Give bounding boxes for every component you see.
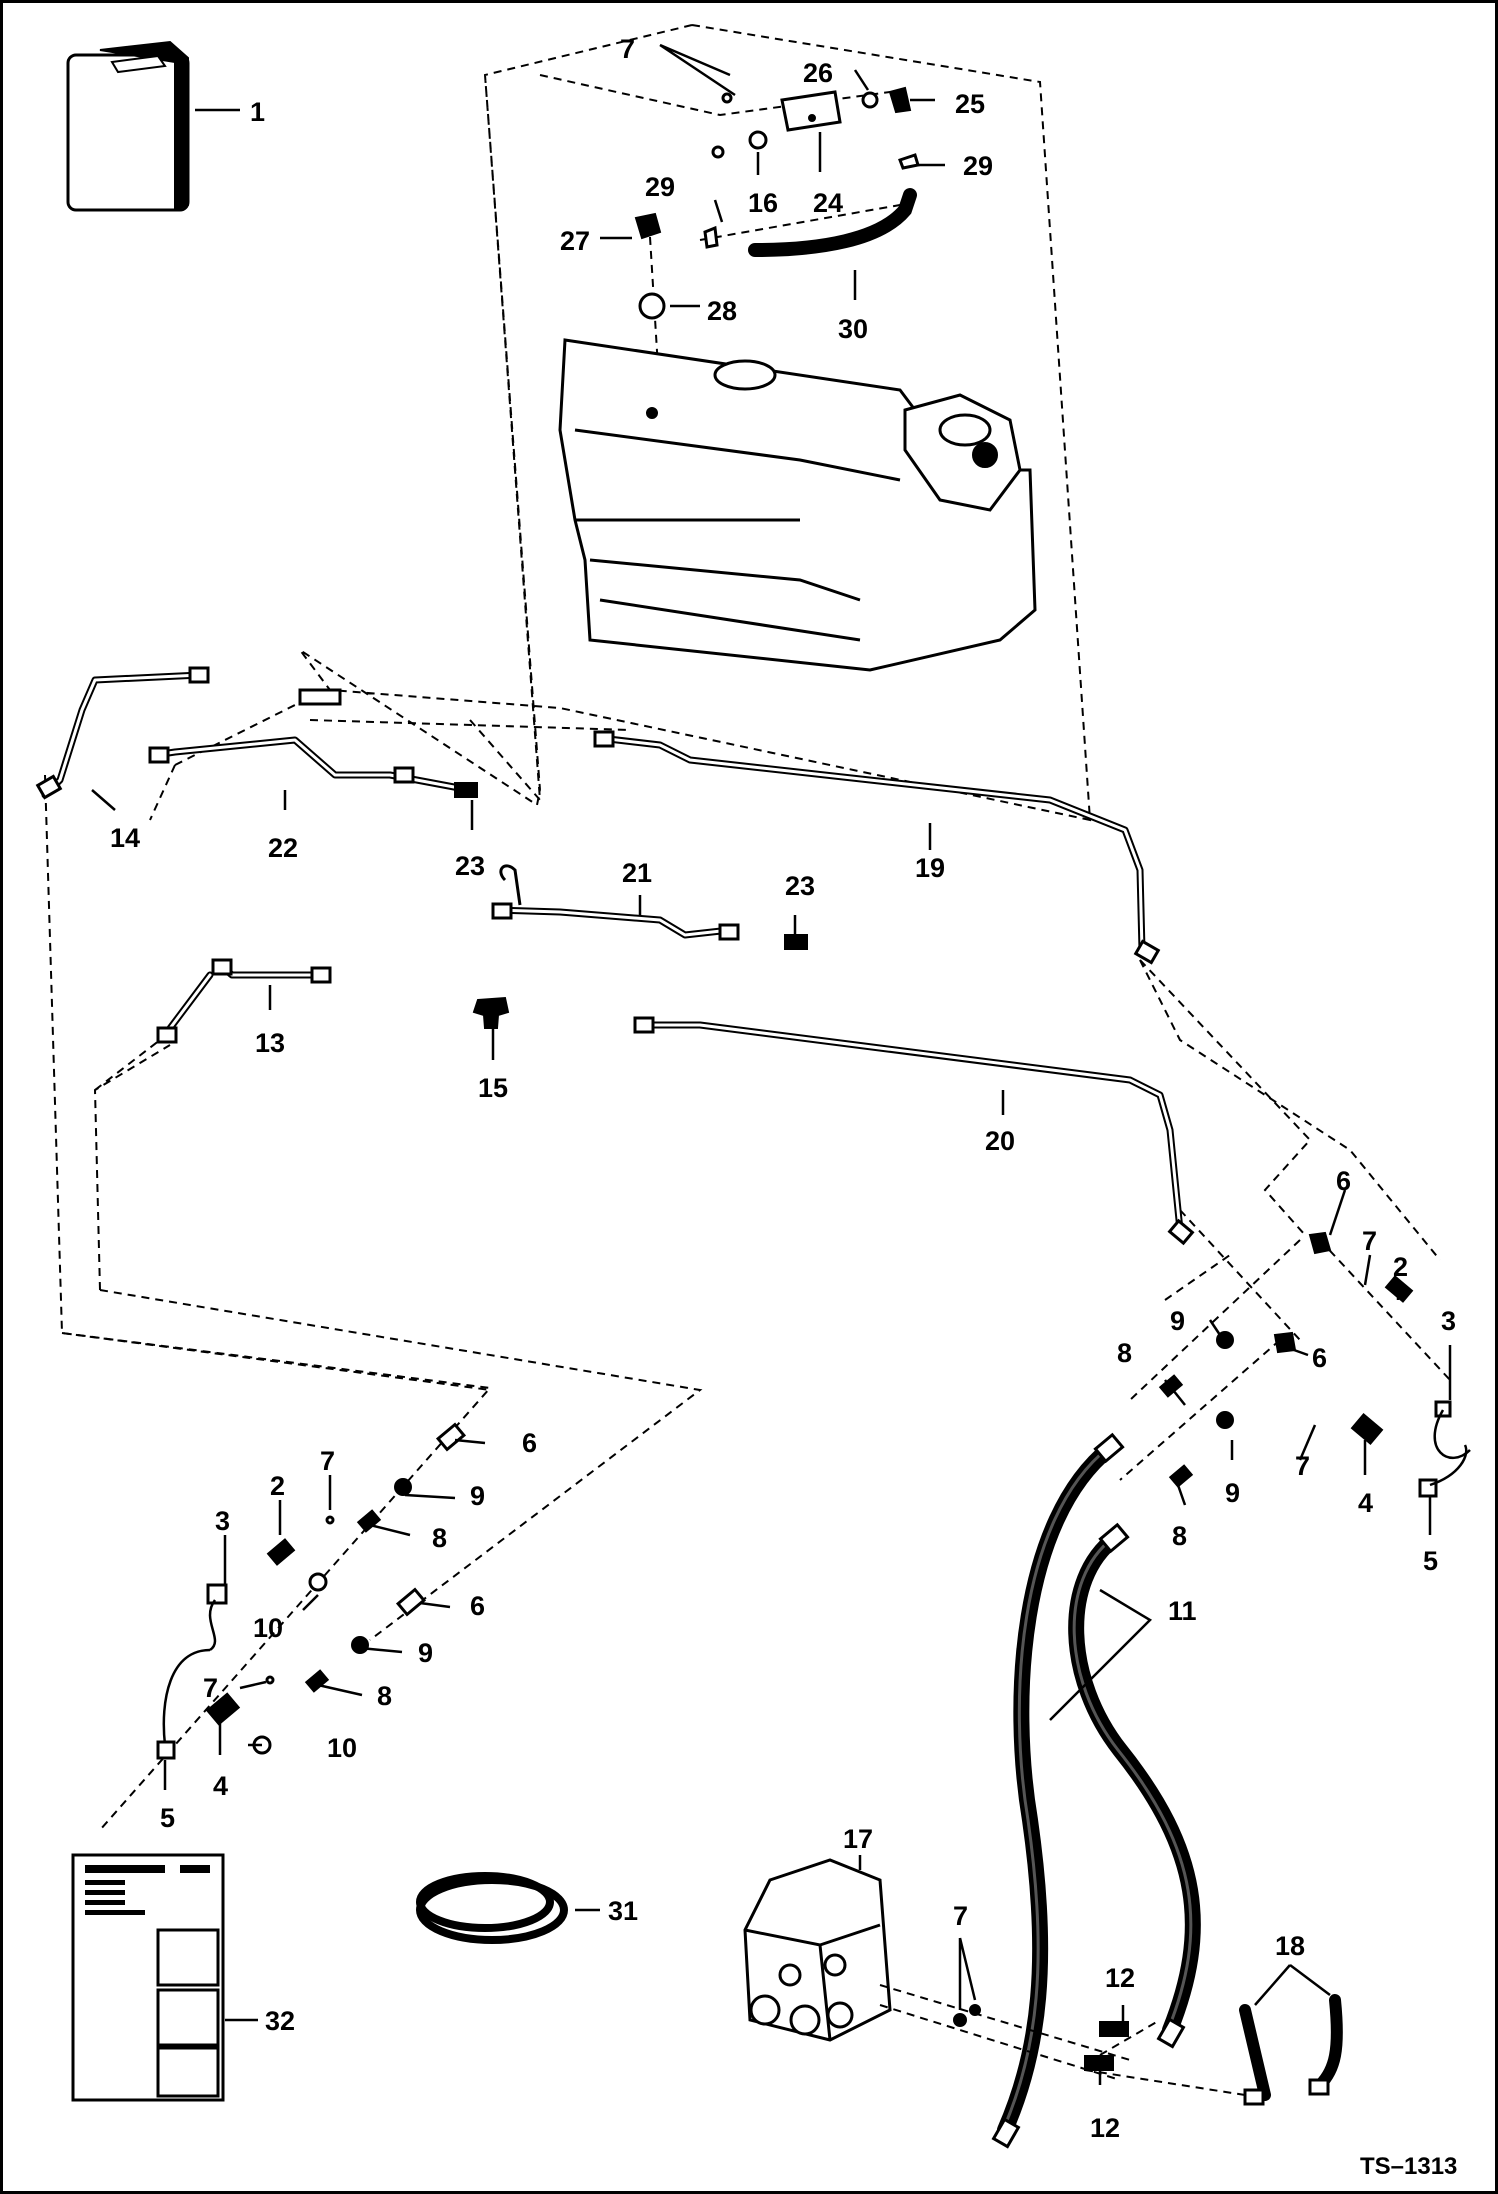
- callout-14: 14: [110, 823, 140, 853]
- callout-4-right: 4: [1358, 1488, 1373, 1518]
- callout-5-left: 5: [160, 1803, 175, 1833]
- left-loop-outline: [44, 774, 492, 1831]
- callout-2-right: 2: [1393, 1252, 1408, 1282]
- callout-2-left: 2: [270, 1471, 285, 1501]
- callout-12-bottom: 12: [1090, 2113, 1120, 2143]
- part-26-washer: [861, 91, 879, 109]
- drawing-code: TS–1313: [1360, 2153, 1457, 2180]
- callout-6-left-top: 6: [522, 1428, 537, 1458]
- callout-11: 11: [1168, 1596, 1197, 1626]
- part-17-valve: [743, 1858, 892, 2042]
- callout-1: 1: [250, 97, 265, 127]
- callout-23-right: 23: [785, 871, 815, 901]
- callout-7-left-mid: 7: [203, 1673, 218, 1703]
- part-11-hoses: [991, 1432, 1201, 2149]
- part-27-fitting: [634, 212, 662, 240]
- callout-26: 26: [803, 58, 833, 88]
- callout-6-left-mid: 6: [470, 1591, 485, 1621]
- part-25-fitting: [888, 86, 912, 114]
- callout-9-left-mid: 9: [418, 1638, 433, 1668]
- callout-25: 25: [955, 89, 985, 119]
- callout-3-left: 3: [215, 1506, 230, 1536]
- callout-3-right: 3: [1441, 1306, 1456, 1336]
- fuel-tank: [558, 338, 1037, 672]
- leader-lines: [91, 43, 1452, 2085]
- callout-29-left: 29: [645, 172, 675, 202]
- callout-30: 30: [838, 314, 868, 344]
- callout-27: 27: [560, 226, 590, 256]
- callout-24: 24: [813, 188, 843, 218]
- part-24-bracket: [780, 90, 842, 132]
- callout-12-top: 12: [1105, 1963, 1135, 1993]
- callout-7-left-top: 7: [320, 1446, 335, 1476]
- part-32-manual: [71, 1853, 225, 2102]
- callout-17: 17: [843, 1824, 873, 1854]
- callout-10-left-top: 10: [253, 1613, 283, 1643]
- part-15-tee: [472, 996, 510, 1029]
- callout-28: 28: [707, 296, 737, 326]
- callout-7-top: 7: [620, 34, 635, 64]
- part-31-tubing: [416, 1872, 568, 1944]
- callout-5-right: 5: [1423, 1546, 1438, 1576]
- callout-7-bottom: 7: [953, 1901, 968, 1931]
- callout-7-right-top: 7: [1362, 1226, 1377, 1256]
- callout-18: 18: [1275, 1931, 1305, 1961]
- callout-29-right: 29: [963, 151, 993, 181]
- tube-fittings: [35, 666, 1195, 1246]
- callout-9-left-top: 9: [470, 1481, 485, 1511]
- callout-labels: 1 7 26 25 29 29 27 28 16 24 30 14 22 23 …: [110, 34, 1457, 2180]
- callout-10-left-mid: 10: [327, 1733, 357, 1763]
- part-1-container: [66, 40, 190, 212]
- callout-6-right-top: 6: [1336, 1166, 1351, 1196]
- callout-20: 20: [985, 1126, 1015, 1156]
- callout-7-right-mid: 7: [1295, 1451, 1310, 1481]
- callout-4-left: 4: [213, 1771, 228, 1801]
- tank-group-outline: [299, 24, 1092, 822]
- part-28-grommet: [638, 292, 666, 320]
- callout-16: 16: [748, 188, 778, 218]
- callout-32: 32: [265, 2006, 295, 2036]
- callout-6-right-mid: 6: [1312, 1343, 1327, 1373]
- callout-31: 31: [608, 1896, 638, 1926]
- callout-8-left-mid: 8: [377, 1681, 392, 1711]
- callout-8-right-mid: 8: [1172, 1521, 1187, 1551]
- callout-23-left: 23: [455, 851, 485, 881]
- right-loop-outline: [1139, 959, 1312, 1341]
- callout-22: 22: [268, 833, 298, 863]
- part-29-clamp: [898, 153, 920, 170]
- part-18-lines: [1239, 1994, 1343, 2106]
- part-16-washer: [748, 130, 768, 150]
- callout-9-right-top: 9: [1170, 1306, 1185, 1336]
- callout-13: 13: [255, 1028, 285, 1058]
- callout-21: 21: [622, 858, 652, 888]
- callout-9-right-mid: 9: [1225, 1478, 1240, 1508]
- callout-8-left-top: 8: [432, 1523, 447, 1553]
- callout-19: 19: [915, 853, 945, 883]
- part-30-hose: [748, 188, 917, 257]
- callout-8-right-top: 8: [1117, 1338, 1132, 1368]
- callout-15: 15: [478, 1073, 508, 1103]
